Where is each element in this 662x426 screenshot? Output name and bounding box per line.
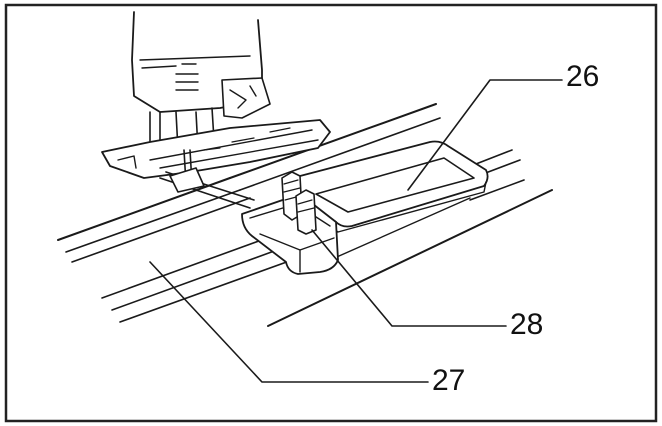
leader-line-27 bbox=[149, 261, 429, 383]
callout-26: 26 bbox=[566, 60, 600, 93]
screw-drawing bbox=[281, 171, 317, 235]
callout-28: 28 bbox=[510, 308, 544, 341]
guide-rod-drawing bbox=[159, 167, 255, 209]
figure-frame bbox=[4, 3, 658, 423]
leader-line-28 bbox=[311, 229, 507, 327]
leader-line-26 bbox=[407, 79, 563, 191]
callout-27: 27 bbox=[432, 364, 466, 397]
leader-lines bbox=[149, 79, 563, 383]
jig-saw-drawing bbox=[101, 11, 331, 185]
guide-rail-drawing bbox=[57, 103, 553, 327]
